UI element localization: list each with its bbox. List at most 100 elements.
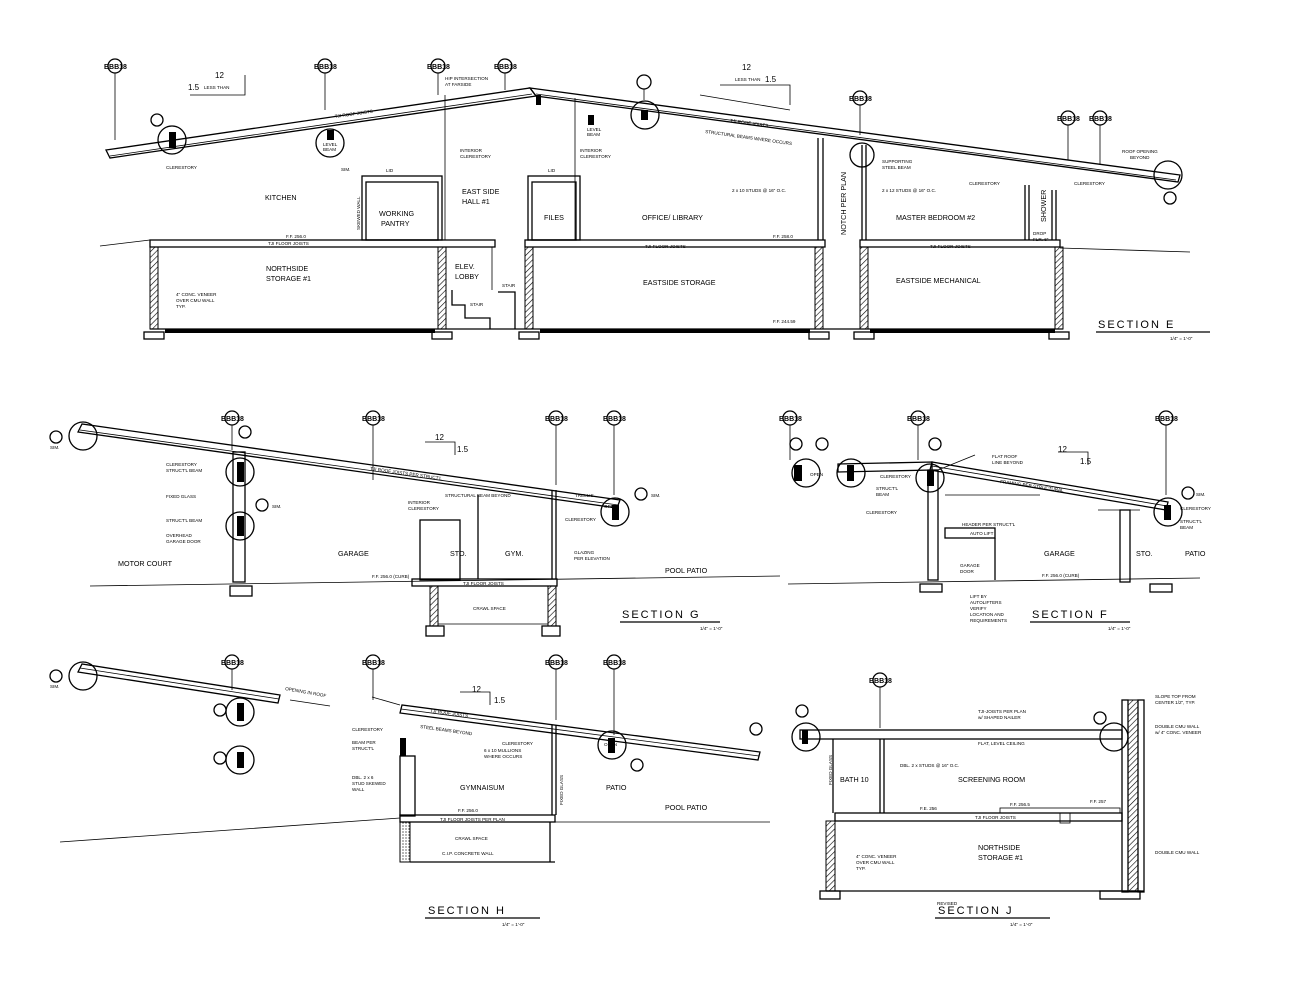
note: TJI FLOOR JOISTS (975, 815, 1016, 820)
bubble-label: BBB18 (221, 660, 244, 667)
note: OPENING IN ROOF (285, 686, 327, 698)
note: DOOR (960, 569, 974, 574)
slope-rise: 12 (435, 433, 444, 442)
detail-bubble[interactable] (497, 58, 513, 90)
detail-bubble[interactable] (548, 410, 564, 485)
detail-bubble[interactable] (548, 654, 564, 720)
detail-bubble[interactable] (1163, 191, 1177, 205)
note: FIXED GLASS (559, 775, 564, 805)
note: OVER CMU WALL (176, 298, 215, 303)
note: AT FARSIDE (445, 82, 471, 87)
room-label: STO. (450, 549, 467, 558)
bubble-label: BBB18 (849, 96, 872, 103)
detail-bubble[interactable] (928, 437, 942, 451)
note: 4" CONC. VENEER (176, 292, 217, 297)
note: BEAM (876, 492, 889, 497)
detail-bubble[interactable] (1092, 110, 1108, 165)
detail-bubble[interactable] (317, 58, 333, 110)
detail-bubble[interactable] (1158, 410, 1174, 495)
section-g (49, 410, 781, 637)
roof-h-left (77, 663, 281, 704)
detail-bubble[interactable] (213, 703, 227, 717)
note: WHERE OCCURS (484, 754, 522, 759)
bubble-label: BBB18 (603, 660, 626, 667)
note: F.F. 256.0 (286, 234, 306, 239)
note: CENTER 1/2", TYP. (1155, 700, 1195, 705)
note: AUTO LIFT (970, 531, 994, 536)
room-label: BATH 10 (840, 775, 869, 784)
note: w/ SHAPED NAILER (978, 715, 1021, 720)
note: FLR. 6" (1033, 237, 1049, 242)
note: SLOPE TOP FROM (1155, 694, 1196, 699)
note: HIP INTERSECTION (445, 76, 488, 81)
room-label: OFFICE/ LIBRARY (642, 213, 703, 222)
note: 4" CONC. VENEER (856, 854, 897, 859)
detail-bubble[interactable] (795, 704, 809, 718)
section-title: SECTION J (938, 905, 1013, 917)
note: CLERESTORY (580, 154, 611, 159)
detail-bubble[interactable] (365, 654, 381, 700)
detail-bubble[interactable] (634, 487, 648, 501)
detail-bubble[interactable] (606, 654, 622, 735)
note: STAIR (470, 302, 484, 307)
note: OPEN (604, 504, 617, 509)
detail-bubble[interactable] (636, 74, 652, 100)
bubble-label: BBB18 (314, 64, 337, 71)
bubble-label: BBB18 (545, 416, 568, 423)
note: FLAT, LEVEL CEILING (978, 741, 1025, 746)
note: DBL. 2 x STUDS @ 16" O.C. (900, 763, 959, 768)
note: CLERESTORY (969, 181, 1000, 186)
section-j (791, 672, 1145, 900)
detail-bubble[interactable] (815, 437, 829, 451)
detail-bubble[interactable] (1093, 711, 1107, 725)
room-label: FILES (544, 213, 564, 222)
note: PER ELEVATION (574, 556, 610, 561)
bubble-label: BBB18 (104, 64, 127, 71)
detail-bubble[interactable] (255, 498, 269, 512)
detail-bubble[interactable] (365, 410, 381, 480)
detail-bubble[interactable] (1181, 486, 1195, 500)
note: INTERIOR (408, 500, 431, 505)
detail-bubble[interactable] (224, 654, 240, 690)
bubble-label: BBB18 (869, 678, 892, 685)
detail-bubble[interactable] (213, 751, 227, 765)
section-scale: 1/4" = 1'-0" (1170, 336, 1193, 341)
note: F.F. 256.0 (458, 808, 478, 813)
section-scale: 1/4" = 1'-0" (502, 922, 525, 927)
slope-run: 1.5 (765, 75, 777, 84)
room-label: NOTCH PER PLAN (839, 172, 848, 235)
room-label: PATIO (1185, 549, 1206, 558)
detail-bubble[interactable] (606, 410, 622, 495)
note: STEEL BEAMS BEYOND (420, 724, 473, 736)
room-label: SCREENING ROOM (958, 775, 1025, 784)
note: GARAGE (960, 563, 980, 568)
detail-bubble[interactable] (49, 430, 63, 444)
detail-bubble[interactable] (49, 669, 63, 683)
detail-bubble[interactable] (238, 425, 252, 439)
detail-bubble[interactable] (224, 410, 240, 450)
room-label: CRAWL SPACE (455, 836, 488, 841)
bubble-label: BBB18 (362, 660, 385, 667)
room-label: WORKING (379, 209, 415, 218)
detail-bubble[interactable] (789, 437, 803, 451)
detail-bubble[interactable] (872, 672, 888, 728)
note: WALL (352, 787, 365, 792)
detail-bubble[interactable] (749, 722, 763, 736)
note: HEADER PER STRUCT'L (962, 522, 1016, 527)
detail-bubble[interactable] (1060, 110, 1076, 160)
section-scale: 1/4" = 1'-0" (1108, 626, 1131, 631)
note: GARAGE DOOR (166, 539, 201, 544)
note: 2 x 12 STUDS @ 16" O.C. (882, 188, 936, 193)
bubble-label: BBB18 (545, 660, 568, 667)
detail-bubble[interactable] (630, 758, 644, 772)
note: FLAT ROOF (992, 454, 1018, 459)
detail-bubble[interactable] (150, 113, 164, 127)
detail-bubble[interactable] (107, 58, 123, 140)
room-label: EASTSIDE STORAGE (643, 278, 716, 287)
detail-bubble[interactable] (430, 58, 446, 95)
room-label: PATIO (606, 783, 627, 792)
note: LID (548, 168, 556, 173)
detail-bubble[interactable] (852, 90, 868, 135)
detail-bubble[interactable] (910, 410, 926, 460)
